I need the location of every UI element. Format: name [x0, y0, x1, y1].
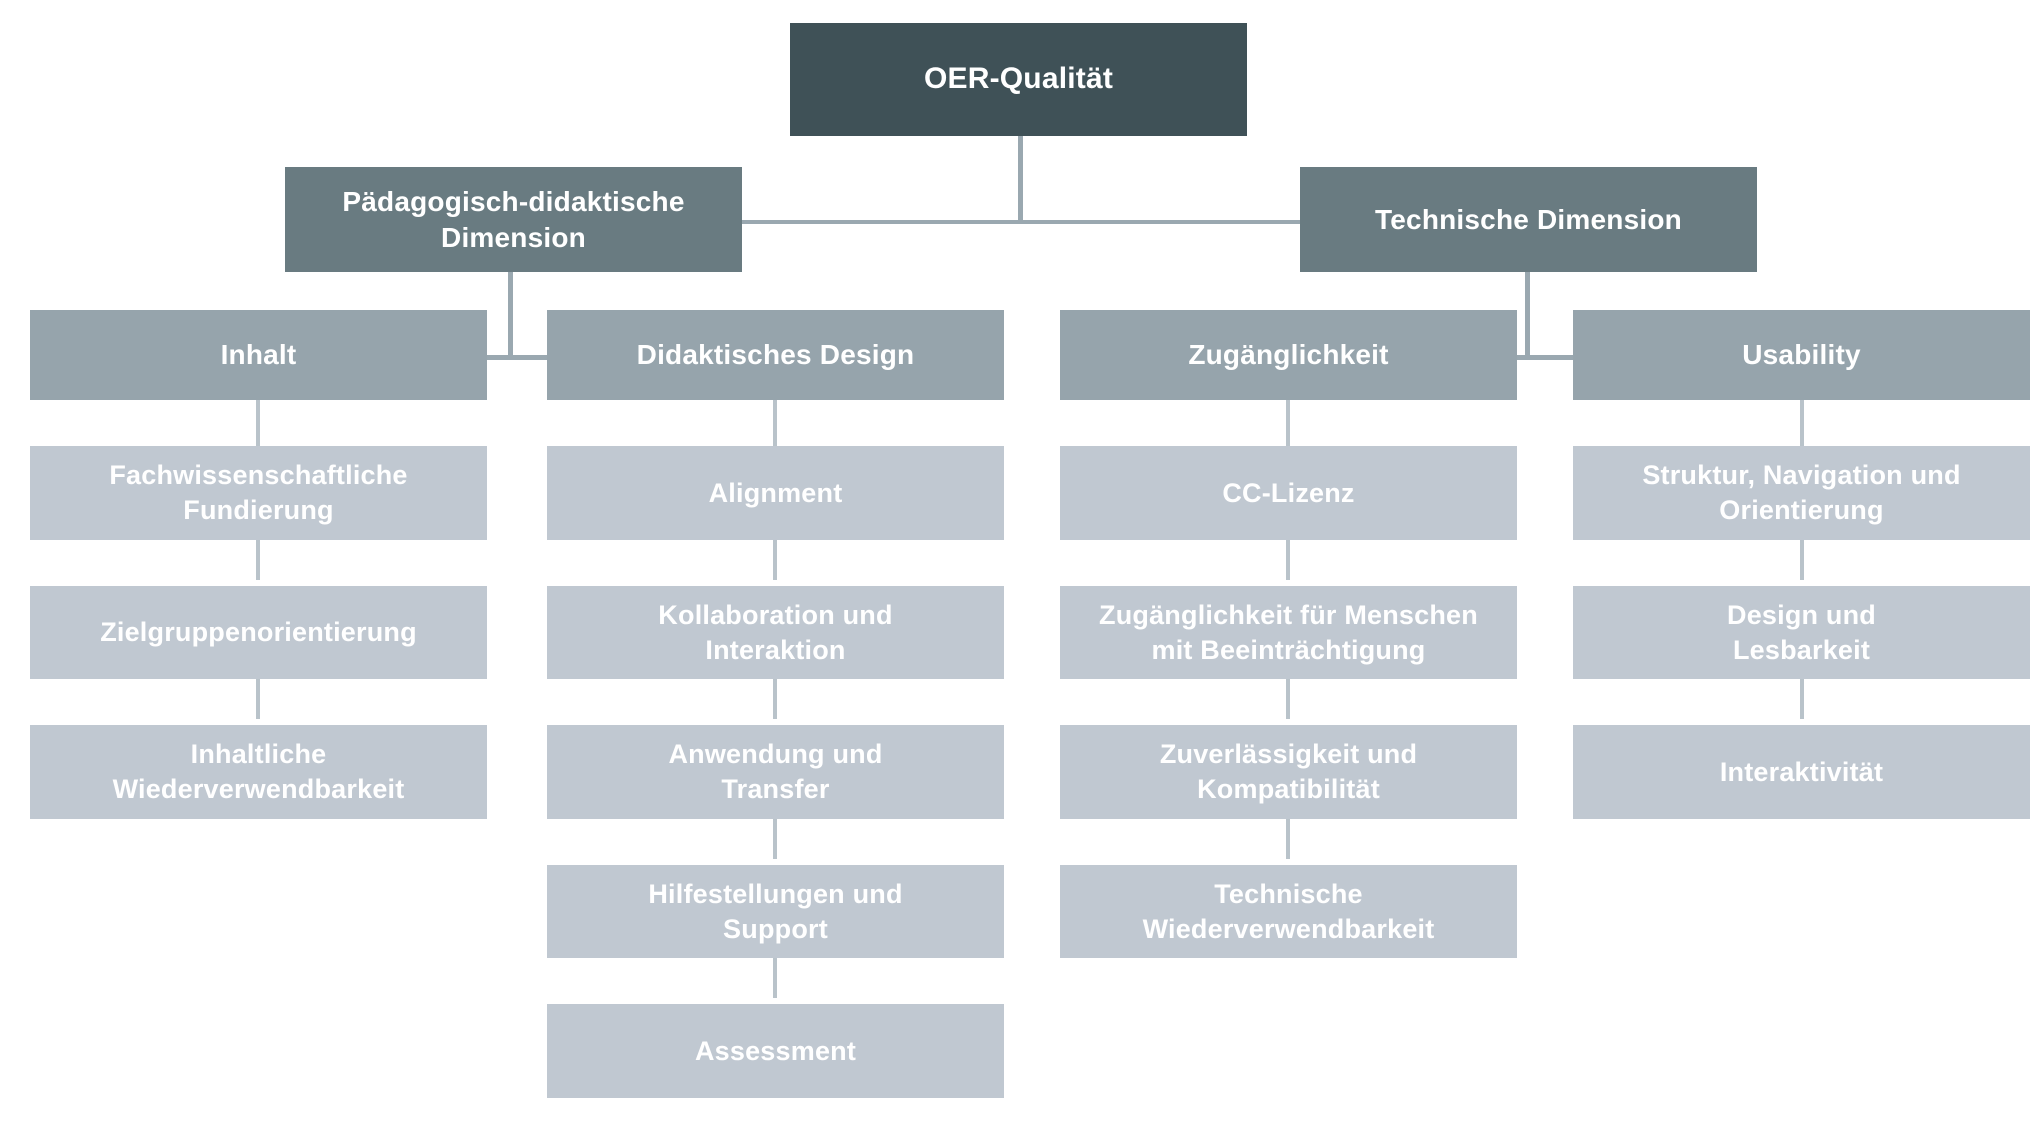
connector-col4-seg3: [1800, 679, 1804, 719]
node-interaktivitaet[interactable]: Interaktivität: [1573, 725, 2030, 819]
node-usability[interactable]: Usability: [1573, 310, 2030, 400]
connector-col2-seg3: [773, 679, 777, 719]
connector-col3-seg2: [1286, 540, 1290, 580]
node-zielgruppenorientierung[interactable]: Zielgruppenorientierung: [30, 586, 487, 679]
connector-col3-seg4: [1286, 819, 1290, 859]
connector-col1-seg1: [256, 400, 260, 446]
node-kollaboration-und-interaktion[interactable]: Kollaboration und Interaktion: [547, 586, 1004, 679]
connector-col4-seg1: [1800, 400, 1804, 446]
node-fachwissenschaftliche-fundierung[interactable]: Fachwissenschaftliche Fundierung: [30, 446, 487, 540]
node-inhaltliche-wiederverwendbarkeit[interactable]: Inhaltliche Wiederverwendbarkeit: [30, 725, 487, 819]
connector-col1-seg3: [256, 679, 260, 719]
connector-col3-seg1: [1286, 400, 1290, 446]
connector-categories-left-horizontal: [487, 355, 548, 360]
node-anwendung-und-transfer[interactable]: Anwendung und Transfer: [547, 725, 1004, 819]
connector-col3-seg3: [1286, 679, 1290, 719]
node-zuverlaessigkeit-und-kompatibilitaet[interactable]: Zuverlässigkeit und Kompatibilität: [1060, 725, 1517, 819]
connector-col2-seg1: [773, 400, 777, 446]
node-hilfestellungen-und-support[interactable]: Hilfestellungen und Support: [547, 865, 1004, 958]
node-assessment[interactable]: Assessment: [547, 1004, 1004, 1098]
node-alignment[interactable]: Alignment: [547, 446, 1004, 540]
node-cc-lizenz[interactable]: CC-Lizenz: [1060, 446, 1517, 540]
connector-col1-seg2: [256, 540, 260, 580]
node-technische-dimension[interactable]: Technische Dimension: [1300, 167, 1757, 272]
node-zugaenglichkeit[interactable]: Zugänglichkeit: [1060, 310, 1517, 400]
node-paedagogisch-didaktische-dimension[interactable]: Pädagogisch-didaktische Dimension: [285, 167, 742, 272]
connector-col2-seg2: [773, 540, 777, 580]
connector-dimension-right-vertical: [1525, 271, 1530, 357]
node-didaktisches-design[interactable]: Didaktisches Design: [547, 310, 1004, 400]
node-design-und-lesbarkeit[interactable]: Design und Lesbarkeit: [1573, 586, 2030, 679]
connector-col2-seg4: [773, 819, 777, 859]
connector-col2-seg5: [773, 958, 777, 998]
node-struktur-navigation-und-orientierung[interactable]: Struktur, Navigation und Orientierung: [1573, 446, 2030, 540]
connector-dimension-left-vertical: [508, 271, 513, 357]
connector-dimensions-horizontal: [734, 220, 1304, 224]
connector-root-vertical: [1018, 136, 1023, 222]
node-zugaenglichkeit-fuer-menschen-mit-beeintraechtigung[interactable]: Zugänglichkeit für Menschen mit Beeinträ…: [1060, 586, 1517, 679]
connector-col4-seg2: [1800, 540, 1804, 580]
node-technische-wiederverwendbarkeit[interactable]: Technische Wiederverwendbarkeit: [1060, 865, 1517, 958]
node-inhalt[interactable]: Inhalt: [30, 310, 487, 400]
node-oer-qualitaet[interactable]: OER-Qualität: [790, 23, 1247, 136]
connector-categories-right-horizontal: [1517, 355, 1575, 360]
